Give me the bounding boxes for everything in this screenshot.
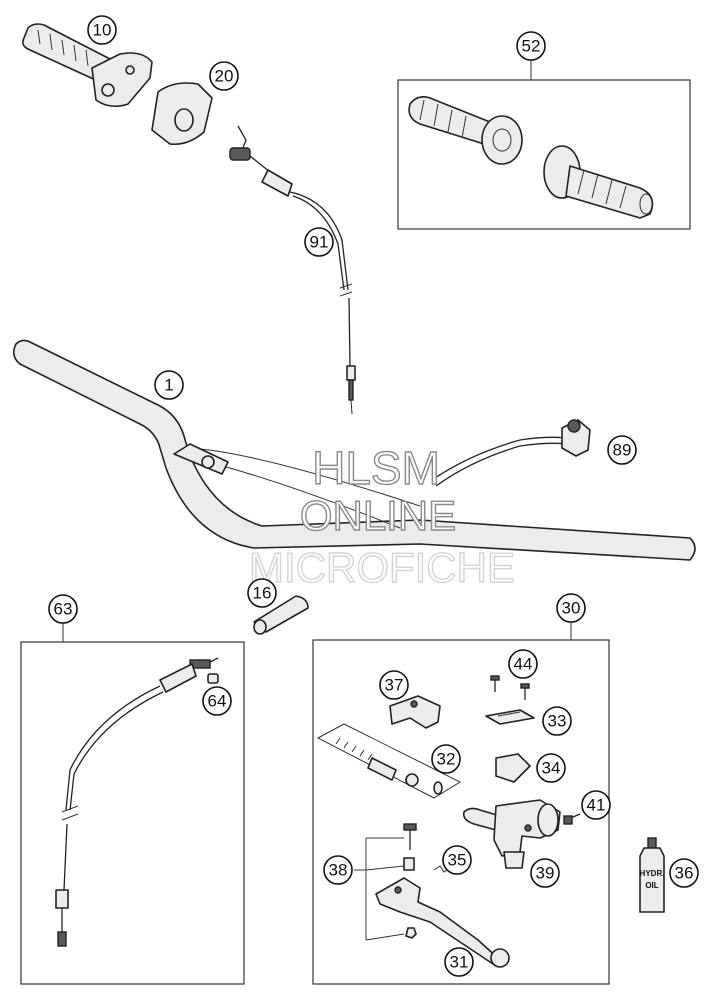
svg-text:10: 10: [93, 21, 112, 40]
callout-34: 34: [536, 753, 566, 783]
callout-89: 89: [607, 435, 637, 465]
clutch-lever-part: [375, 877, 510, 968]
oil-label-line1: HYDR.: [640, 869, 665, 878]
callout-39: 39: [530, 858, 560, 888]
svg-text:63: 63: [54, 600, 73, 619]
svg-text:39: 39: [536, 864, 555, 883]
svg-text:32: 32: [437, 750, 456, 769]
grip-set-part: [408, 96, 654, 219]
callout-32: 32: [431, 744, 461, 774]
callout-31: 31: [444, 947, 474, 977]
kit-box-63: [20, 641, 245, 985]
hydraulic-oil-bottle-part: HYDR. OIL: [639, 837, 665, 913]
svg-text:37: 37: [385, 676, 404, 695]
kit-box-52: [397, 79, 691, 230]
cable-adjuster-part: [207, 673, 219, 684]
diaphragm-part: [495, 753, 531, 783]
svg-text:36: 36: [675, 864, 694, 883]
svg-text:34: 34: [542, 759, 561, 778]
oil-label-line2: OIL: [645, 881, 658, 890]
watermark-line1: HLSM: [312, 442, 440, 494]
throttle-cable-part: [229, 125, 356, 415]
bleed-screw-part: [563, 813, 581, 825]
svg-text:41: 41: [587, 796, 606, 815]
svg-text:52: 52: [522, 37, 541, 56]
master-cylinder-part: [462, 799, 561, 869]
throttle-grip-part: [22, 23, 153, 108]
handlebar-part: [12, 339, 696, 561]
svg-text:38: 38: [329, 861, 348, 880]
piston-kit-part: [316, 723, 462, 799]
callout-63: 63: [48, 594, 78, 624]
watermark-line3: MICROFICHE: [249, 544, 515, 591]
callout-10: 10: [87, 15, 117, 45]
svg-text:31: 31: [450, 953, 469, 972]
screw-set-part: [490, 675, 530, 700]
callout-35: 35: [442, 845, 472, 875]
callout-30: 30: [556, 593, 586, 623]
svg-text:44: 44: [514, 655, 533, 674]
kill-switch-part: [431, 419, 591, 487]
callout-20: 20: [209, 61, 239, 91]
svg-text:35: 35: [448, 851, 467, 870]
reservoir-cover-part: [485, 709, 535, 725]
lever-pivot-bolt-part: [403, 823, 417, 939]
callout-64: 64: [202, 686, 232, 716]
bar-end-plug-part: [253, 595, 309, 635]
callout-44: 44: [508, 649, 538, 679]
throttle-housing-cover-part: [151, 82, 213, 146]
svg-text:20: 20: [215, 67, 234, 86]
callout-91: 91: [304, 227, 334, 257]
callout-16: 16: [247, 578, 277, 608]
callout-33: 33: [542, 706, 572, 736]
callout-38: 38: [323, 855, 353, 885]
callout-41: 41: [581, 790, 611, 820]
callout-1: 1: [154, 370, 184, 400]
callout-52: 52: [516, 31, 546, 61]
callout-37: 37: [379, 670, 409, 700]
watermark: HLSM ONLINE MICROFICHE: [248, 441, 515, 591]
watermark-line2: ONLINE: [300, 492, 456, 539]
svg-text:30: 30: [562, 599, 581, 618]
svg-text:91: 91: [310, 233, 329, 252]
clamp-part: [389, 695, 441, 729]
svg-text:89: 89: [613, 441, 632, 460]
svg-text:1: 1: [164, 376, 173, 395]
svg-text:64: 64: [208, 692, 227, 711]
svg-text:16: 16: [253, 584, 272, 603]
callout-36: 36: [669, 858, 699, 888]
clutch-cable-part: [55, 657, 219, 947]
svg-text:33: 33: [548, 712, 567, 731]
